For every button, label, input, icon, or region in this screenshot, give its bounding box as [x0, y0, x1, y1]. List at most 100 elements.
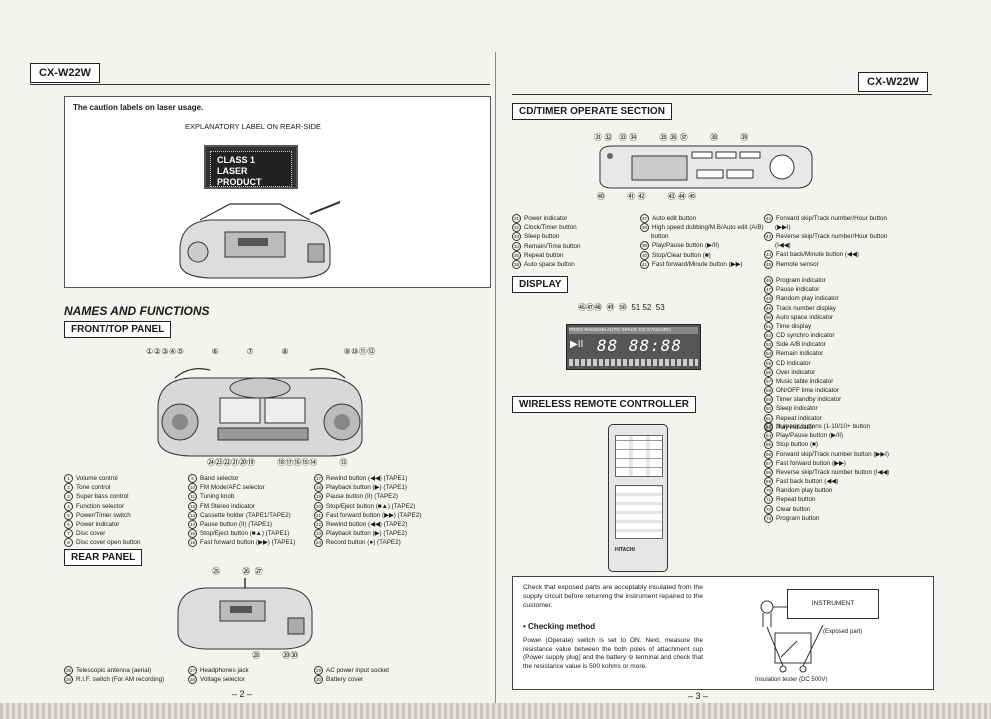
- callout-number: 20: [314, 501, 323, 511]
- callout-number: 66: [764, 449, 773, 459]
- list-item-text: Time display: [776, 323, 812, 331]
- list-item-text: Fast forward button (▶▶): [776, 459, 846, 467]
- list-item-text: Repeat indicator: [776, 414, 822, 422]
- callout-number: 65: [764, 440, 773, 450]
- list-item-text: FM Stereo indicator: [200, 502, 255, 510]
- callout-number: 47: [764, 285, 773, 295]
- list-item-text: Super bass control: [76, 493, 129, 501]
- list-item-text: Repeat button: [776, 496, 816, 504]
- lcd-digits: 88 88:88: [597, 336, 683, 355]
- callout-number: 10: [188, 483, 197, 493]
- callout-number: 4: [64, 501, 73, 511]
- list-item: (I◀◀): [764, 241, 887, 250]
- list-item-text: Power/Timer switch: [76, 511, 131, 519]
- callout-number: 43: [764, 232, 773, 242]
- list-item-text: Stop button (■): [776, 441, 818, 449]
- list-item-text: Timer standby indicator: [776, 396, 842, 404]
- callout-number: 50: [764, 312, 773, 322]
- safety-check-box: Check that exposed parts are acceptably …: [512, 576, 934, 690]
- list-item-text: Tuning knob: [200, 493, 235, 501]
- callout-number: 33: [512, 232, 521, 242]
- remote-brand: HITACHI: [615, 547, 635, 553]
- list-item-text: Disc cover: [76, 530, 106, 538]
- callout-number: 60: [764, 404, 773, 414]
- callout-number: 44: [764, 250, 773, 260]
- callout-number: 6: [64, 519, 73, 529]
- tester-label: Insulation tester (DC 500V): [755, 677, 828, 683]
- callout-number: 71: [764, 495, 773, 505]
- callout-number: 39: [640, 241, 649, 251]
- callout-number: 41: [640, 259, 649, 269]
- callout-number: 21: [314, 510, 323, 520]
- rear-panel-heading: REAR PANEL: [64, 549, 143, 566]
- list-item-text: Stop/Eject button (■▲) (TAPE2): [326, 502, 416, 510]
- list-item-text: Random play button: [776, 487, 833, 495]
- callout-number: 15: [188, 529, 197, 539]
- callout-number: 32: [512, 223, 521, 233]
- remote-numeric-buttons: [615, 435, 663, 477]
- callout-number: 13: [188, 510, 197, 520]
- callout-number: 73: [764, 513, 773, 523]
- list-item-text: Voltage selector: [200, 676, 245, 684]
- model-text: CX-W22W: [867, 76, 919, 88]
- display-callouts-top: ㊻㊼㊽ ㊾ ㊿ 51 52 53: [578, 303, 665, 312]
- front-panel-heading: FRONT/TOP PANEL: [64, 321, 172, 338]
- list-item-text: Play/Pause button (▶/II): [652, 242, 720, 250]
- list-item-text: Fast forward/Minute button (▶▶): [652, 260, 743, 268]
- callout-number: 38: [640, 223, 649, 233]
- checking-method-text: Checking method: [528, 622, 596, 631]
- callout-number: 64: [764, 431, 773, 441]
- list-item-text: High speed dubbing/M.B/Auto edit (A/B): [652, 224, 764, 232]
- list-item-text: Auto space indicator: [776, 313, 834, 321]
- list-item-text: Tone control: [76, 484, 111, 492]
- cd-callouts-bottom: ㊵ ㊶ ㊷ ㊸ ㊹ ㊺: [597, 192, 697, 201]
- callout-number: 1: [64, 474, 73, 483]
- callout-number: 58: [764, 386, 773, 396]
- callout-number: 11: [188, 492, 197, 502]
- list-item-text: Band selector: [200, 475, 239, 483]
- page-divider: [495, 52, 496, 707]
- callout-number: 24: [314, 538, 323, 548]
- list-item-text: Play/Pause button (▶/II): [776, 432, 844, 440]
- callout-number: 31: [512, 214, 521, 223]
- header-rule-left: [30, 84, 490, 85]
- list-item-text: Telescopic antenna (aerial): [76, 667, 152, 675]
- exposed-part-label: (Exposed part): [823, 629, 863, 635]
- instrument-box: INSTRUMENT: [787, 589, 879, 619]
- callout-number: 9: [188, 474, 197, 483]
- lcd-play-pause-icon: ▶II: [570, 339, 584, 350]
- callout-number: 25: [64, 666, 73, 675]
- callout-number: 3: [64, 492, 73, 502]
- callout-number: 14: [188, 519, 197, 529]
- callout-number: 53: [764, 340, 773, 350]
- list-item-text: Record button (●) (TAPE2): [326, 539, 401, 547]
- callout-number: 69: [764, 477, 773, 487]
- lcd-indicator-row: PROG RANDOM AUTO SPACE CD SYNCHRO: [569, 327, 698, 334]
- list-item-text: Remain indicator: [776, 350, 824, 358]
